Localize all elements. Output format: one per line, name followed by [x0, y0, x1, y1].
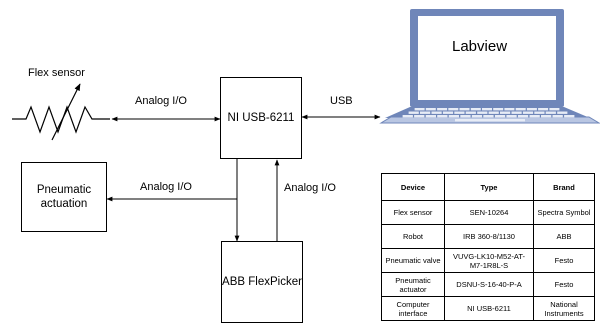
- sensor-label: Flex sensor: [28, 67, 85, 79]
- laptop-key: [448, 115, 459, 118]
- edge-label-sensor-daq: Analog I/O: [135, 95, 187, 107]
- laptop-key: [552, 115, 563, 118]
- laptop-key: [549, 108, 560, 111]
- laptop-key: [515, 108, 526, 111]
- pneumatic-node-label-line1: Pneumatic: [36, 184, 92, 196]
- table-header-row: Device Type Brand: [381, 173, 595, 201]
- laptop-screen-label: Labview: [452, 38, 508, 55]
- laptop-key: [408, 111, 419, 114]
- table-cell: Pneumatic valve: [381, 248, 445, 273]
- table-cell: National Instruments: [533, 296, 595, 321]
- laptop-screen: [418, 16, 556, 100]
- table-cell: IRB 360-8/1130: [444, 224, 534, 249]
- laptop-key: [448, 108, 459, 111]
- laptop-key: [488, 111, 499, 114]
- table-cell: Computer interface: [381, 296, 445, 321]
- laptop-key: [482, 108, 492, 111]
- laptop-key: [534, 111, 545, 114]
- daq-node: NI USB-6211: [220, 77, 302, 159]
- laptop-key: [538, 108, 549, 111]
- laptop-key: [414, 108, 425, 111]
- laptop-key: [511, 111, 522, 114]
- laptop-key: [522, 111, 534, 114]
- laptop-key: [431, 111, 442, 114]
- table-cell: ABB: [533, 224, 595, 249]
- laptop-key: [471, 115, 483, 118]
- table-cell: DSNU-S-16-40-P-A: [444, 272, 534, 297]
- laptop-spacebar: [455, 119, 525, 122]
- laptop-key: [529, 115, 540, 118]
- edge-label-daq-pneumatic: Analog I/O: [140, 181, 192, 193]
- laptop-key: [437, 115, 448, 118]
- edge-daq-pneumatic: [106, 159, 238, 202]
- laptop-key: [414, 115, 425, 118]
- table-cell: SEN-10264: [444, 200, 534, 225]
- laptop-key: [477, 111, 488, 114]
- table-header-brand: Brand: [533, 173, 595, 201]
- laptop-icon: [379, 9, 600, 124]
- laptop-key: [454, 111, 465, 114]
- pneumatic-node-label-line2: actuation: [40, 198, 88, 210]
- laptop-key: [459, 108, 470, 111]
- laptop-key: [557, 111, 568, 114]
- table-row: Pneumatic actuator DSNU-S-16-40-P-A Fest…: [381, 272, 595, 297]
- laptop-key: [425, 108, 436, 111]
- laptop-key: [504, 108, 515, 111]
- laptop-key: [460, 115, 471, 118]
- laptop-key: [564, 115, 575, 118]
- laptop-key: [465, 111, 476, 114]
- table-row: Flex sensor SEN-10264 Spectra Symbol: [381, 200, 595, 225]
- laptop-key: [506, 115, 517, 118]
- pneumatic-node: Pneumatic actuation: [21, 162, 107, 232]
- laptop-key: [437, 108, 448, 111]
- laptop-key: [470, 108, 481, 111]
- table-header-type: Type: [444, 173, 534, 201]
- laptop-keyboard: [402, 108, 575, 122]
- laptop-key: [545, 111, 556, 114]
- table-row: Computer interface NI USB-6211 National …: [381, 296, 595, 321]
- table-row: Pneumatic valve VUVG-LK10-M52-AT-M7-1R8L…: [381, 248, 595, 273]
- table-cell: VUVG-LK10-M52-AT-M7-1R8L-S: [444, 248, 534, 273]
- table-cell: NI USB-6211: [444, 296, 534, 321]
- daq-node-label: NI USB-6211: [227, 112, 295, 124]
- device-table: Device Type Brand Flex sensor SEN-10264 …: [381, 173, 595, 321]
- laptop-key: [493, 108, 504, 111]
- laptop-key: [442, 111, 454, 114]
- edge-label-picker-daq: Analog I/O: [284, 182, 336, 194]
- table-cell: Festo: [533, 272, 595, 297]
- table-cell: Spectra Symbol: [533, 200, 595, 225]
- table-header-device: Device: [381, 173, 445, 201]
- laptop-key: [494, 115, 506, 118]
- picker-node-label: ABB FlexPicker: [222, 276, 302, 288]
- laptop-key: [500, 111, 511, 114]
- table-cell: Pneumatic actuator: [381, 272, 445, 297]
- laptop-key: [517, 115, 529, 118]
- laptop-key: [541, 115, 552, 118]
- table-cell: Flex sensor: [381, 200, 445, 225]
- laptop-key: [420, 111, 431, 114]
- variable-resistor-icon: [12, 83, 110, 141]
- table-row: Robot IRB 360-8/1130 ABB: [381, 224, 595, 249]
- table-cell: Robot: [381, 224, 445, 249]
- laptop-key: [425, 115, 436, 118]
- laptop-key: [483, 115, 494, 118]
- edge-label-daq-laptop: USB: [330, 95, 353, 107]
- laptop-key: [526, 108, 537, 111]
- table-cell: Festo: [533, 248, 595, 273]
- laptop-key: [402, 115, 413, 118]
- picker-node: ABB FlexPicker: [221, 241, 303, 323]
